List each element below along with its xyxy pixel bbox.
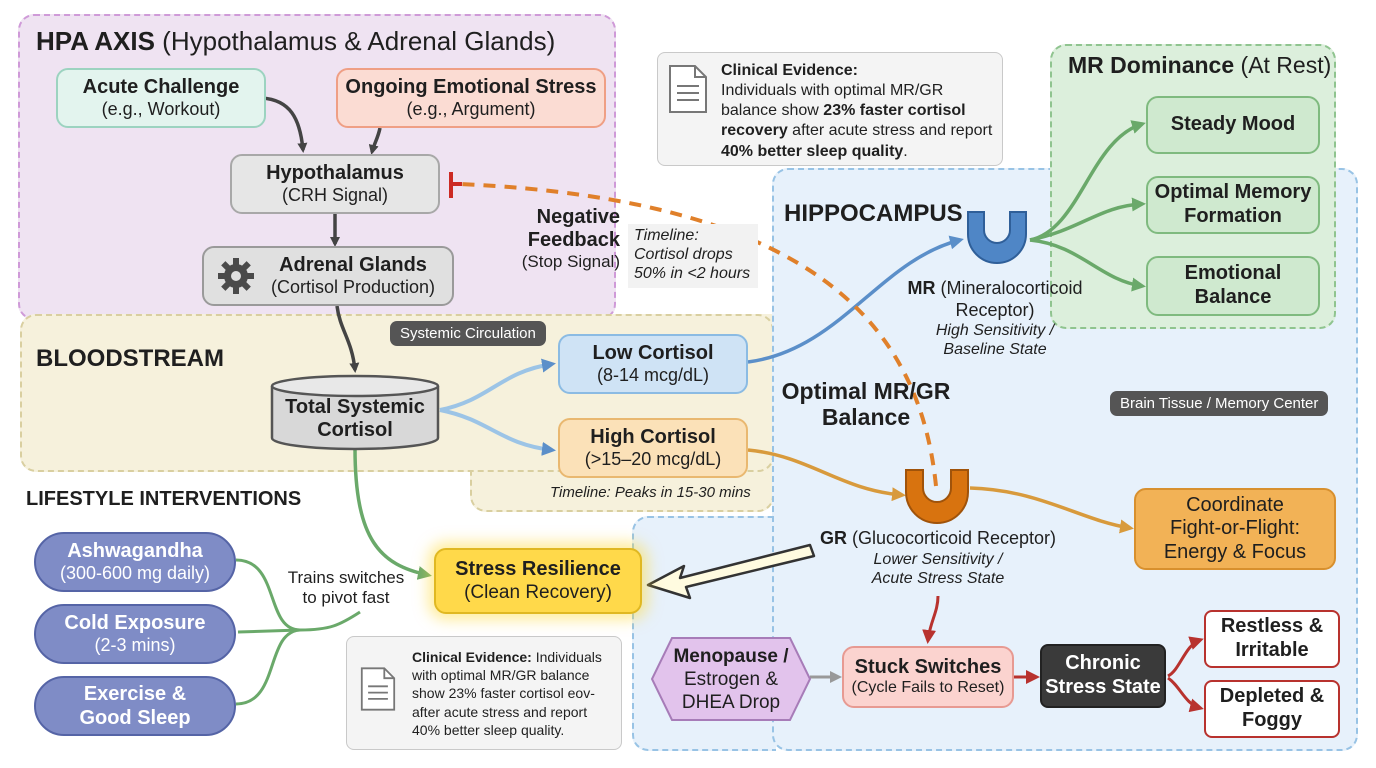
optimal-memory-label: Optimal Memory Formation bbox=[1154, 181, 1312, 227]
clinical-evidence-top-text: Clinical Evidence: Individuals with opti… bbox=[721, 62, 993, 160]
low-cortisol-sub: (8-14 mcg/dL) bbox=[596, 365, 710, 386]
optimal-memory-box: Optimal Memory Formation bbox=[1146, 176, 1320, 234]
emotional-stress-box: Ongoing Emotional Stress (e.g., Argument… bbox=[336, 68, 606, 128]
hypothalamus-title: Hypothalamus bbox=[266, 161, 404, 184]
steady-mood-label: Steady Mood bbox=[1170, 113, 1296, 136]
emotional-balance-label: Emotional Balance bbox=[1184, 262, 1282, 308]
arrow-high-to-gr bbox=[747, 448, 906, 502]
restless-irritable-box: Restless & Irritable bbox=[1204, 610, 1340, 668]
stress-resilience-title: Stress Resilience bbox=[455, 558, 621, 580]
trains-switches-label: Trains switches to pivot fast bbox=[287, 568, 405, 608]
emotional-balance-box: Emotional Balance bbox=[1146, 256, 1320, 316]
mr-receptor-icon bbox=[967, 211, 1027, 264]
exercise-sleep-pill: Exercise & Good Sleep bbox=[34, 676, 236, 736]
arrow-acute-to-hypothalamus bbox=[261, 96, 308, 153]
document-icon bbox=[360, 667, 396, 711]
arrow-low-to-mr bbox=[747, 235, 964, 364]
low-cortisol-box: Low Cortisol (8-14 mcg/dL) bbox=[558, 334, 748, 394]
adrenal-glands-sub: (Cortisol Production) bbox=[270, 277, 436, 298]
stuck-switches-box: Stuck Switches (Cycle Fails to Reset) bbox=[842, 646, 1014, 708]
hypothalamus-sub: (CRH Signal) bbox=[281, 185, 389, 206]
brain-tissue-chip: Brain Tissue / Memory Center bbox=[1110, 391, 1329, 416]
depleted-foggy-box: Depleted & Foggy bbox=[1204, 680, 1340, 738]
gr-receptor-label: GR (Glucocorticoid Receptor) Lower Sensi… bbox=[819, 528, 1057, 587]
stress-resilience-sub: (Clean Recovery) bbox=[464, 581, 612, 603]
gear-icon bbox=[218, 258, 254, 294]
chronic-stress-box: Chronic Stress State bbox=[1040, 644, 1166, 708]
mr-receptor-label: MR (Mineralocorticoid Receptor) High Sen… bbox=[907, 278, 1083, 359]
high-cortisol-box: High Cortisol (>15–20 mcg/dL) bbox=[558, 418, 748, 478]
menopause-hexagon bbox=[650, 637, 812, 721]
arrow-total-to-high bbox=[439, 408, 556, 456]
emotional-stress-sub: (e.g., Argument) bbox=[406, 99, 536, 120]
arrow-gr-to-fightflight bbox=[969, 486, 1134, 534]
arrow-gr-to-stuck bbox=[922, 595, 940, 644]
ashwagandha-pill: Ashwagandha (300-600 mg daily) bbox=[34, 532, 236, 592]
low-cortisol-title: Low Cortisol bbox=[592, 341, 714, 364]
stuck-switches-title: Stuck Switches bbox=[854, 655, 1002, 678]
stress-resilience-box: Stress Resilience (Clean Recovery) bbox=[434, 548, 642, 614]
arrow-cortisol-to-resilience bbox=[353, 447, 432, 580]
acute-challenge-title: Acute Challenge bbox=[82, 75, 240, 98]
cold-exposure-pill: Cold Exposure (2-3 mins) bbox=[34, 604, 236, 664]
high-cortisol-sub: (>15–20 mcg/dL) bbox=[584, 449, 722, 470]
emotional-stress-title: Ongoing Emotional Stress bbox=[345, 75, 597, 98]
hpa-axis-title: HPA AXIS (Hypothalamus & Adrenal Glands) bbox=[36, 26, 556, 56]
arrow-emotional-to-hypothalamus bbox=[368, 127, 382, 155]
arrow-total-to-low bbox=[439, 358, 556, 412]
steady-mood-box: Steady Mood bbox=[1146, 96, 1320, 154]
fight-or-flight-box: Coordinate Fight-or-Flight: Energy & Foc… bbox=[1134, 488, 1336, 570]
arrow-balance-to-resilience bbox=[646, 543, 816, 600]
hippocampus-title: HIPPOCAMPUS bbox=[784, 200, 963, 227]
acute-challenge-sub: (e.g., Workout) bbox=[101, 99, 221, 120]
arrow-mr-to-emotional bbox=[1029, 238, 1146, 292]
arrow-chronic-to-depleted bbox=[1167, 676, 1204, 713]
total-cortisol-label: Total Systemic Cortisol bbox=[285, 396, 425, 441]
acute-challenge-box: Acute Challenge (e.g., Workout) bbox=[56, 68, 266, 128]
systemic-circulation-chip: Systemic Circulation bbox=[390, 321, 546, 346]
hypothalamus-box: Hypothalamus (CRH Signal) bbox=[230, 154, 440, 214]
stuck-switches-sub: (Cycle Fails to Reset) bbox=[851, 679, 1005, 697]
bloodstream-title: BLOODSTREAM bbox=[36, 345, 224, 372]
arrow-mr-to-mood bbox=[1029, 120, 1146, 242]
menopause-label: Menopause / Estrogen & DHEA Drop bbox=[673, 646, 789, 713]
document-icon bbox=[669, 65, 707, 113]
adrenal-glands-title: Adrenal Glands bbox=[279, 253, 427, 276]
negative-feedback-label: Negative Feedback (Stop Signal) bbox=[521, 206, 620, 271]
clinical-evidence-top bbox=[657, 52, 1003, 166]
optimal-balance-label: Optimal MR/GR Balance bbox=[781, 378, 951, 431]
timeline-peak-note: Timeline: Peaks in 15-30 mins bbox=[550, 484, 751, 501]
cortisol-cylinder-icon bbox=[270, 374, 440, 451]
arrow-mr-to-memory bbox=[1029, 197, 1146, 242]
arrow-adrenal-to-cortisol bbox=[335, 305, 360, 373]
arrow-chronic-to-restless bbox=[1167, 636, 1204, 678]
high-cortisol-title: High Cortisol bbox=[590, 425, 716, 448]
lifestyle-title: LIFESTYLE INTERVENTIONS bbox=[26, 488, 302, 510]
clinical-evidence-bottom-text: Clinical Evidence: Individuals with opti… bbox=[412, 649, 602, 738]
negative-feedback-line bbox=[459, 182, 938, 487]
gr-receptor-icon bbox=[905, 469, 969, 524]
mr-dominance-title: MR Dominance (At Rest) bbox=[1068, 52, 1332, 78]
timeline-drop-note: Timeline: Cortisol drops 50% in <2 hours bbox=[628, 224, 758, 288]
